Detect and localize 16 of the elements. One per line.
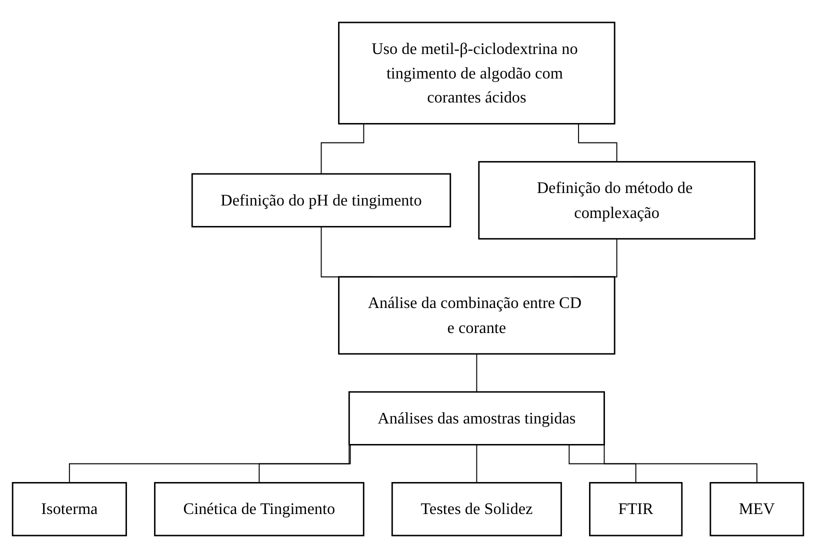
node-box: Testes de Solidez — [391, 482, 562, 536]
node-box: Análise da combinação entre CD e corante — [338, 276, 616, 355]
node-box: Definição do método de complexação — [478, 161, 756, 240]
connector — [578, 123, 618, 162]
node-box: Uso de metil-β-ciclodextrina no tingimento de algodão com corantes ácidos — [338, 22, 616, 124]
node-box: Isoterma — [12, 482, 127, 536]
connector — [568, 444, 636, 484]
node-box: Análises das amostras tingidas — [348, 391, 605, 446]
connector — [258, 444, 351, 484]
node-box: Cinética de Tingimento — [154, 482, 364, 536]
connector — [476, 353, 478, 392]
node-box: FTIR — [589, 482, 683, 536]
connector — [320, 123, 364, 174]
node-box: Definição do pH de tingimento — [191, 173, 452, 228]
node-box: MEV — [710, 482, 804, 536]
connector — [476, 444, 478, 484]
